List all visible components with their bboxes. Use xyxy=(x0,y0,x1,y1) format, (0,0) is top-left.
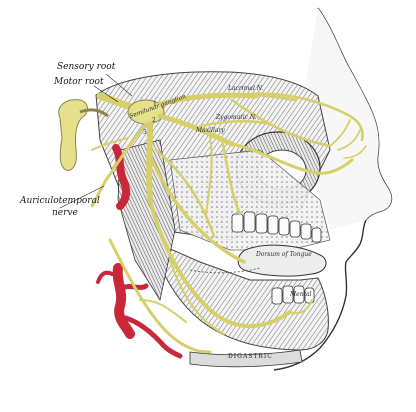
maxillary-division xyxy=(157,113,235,147)
lingual-nerve xyxy=(150,158,246,264)
nasal-branch-3 xyxy=(343,145,367,159)
nasal-branch-2 xyxy=(337,129,361,151)
salivary-duct xyxy=(189,267,261,274)
digastric-muscle xyxy=(189,349,303,368)
label-zygomatic-n: Zygomatic N. xyxy=(216,114,257,121)
facial-nerve xyxy=(108,238,212,354)
auriculotemporal-nerve xyxy=(90,122,148,208)
maxillary-artery xyxy=(112,144,131,210)
trigeminal-nerves xyxy=(90,92,367,354)
frontal-branch xyxy=(238,92,364,142)
leader-lines xyxy=(59,73,133,209)
tongue xyxy=(237,244,327,277)
label-digastric: DIGASTRIC xyxy=(228,353,273,360)
mental-nerve xyxy=(289,299,313,315)
buccal-nerve xyxy=(154,148,216,238)
artery-branch-3 xyxy=(96,270,114,284)
lacrimal-branch xyxy=(218,92,298,102)
label-num-1: 1 xyxy=(153,101,157,108)
artery-branch-2 xyxy=(123,315,183,359)
label-sensory-root: Sensory root xyxy=(57,62,116,72)
auriculotemporal-branch-2 xyxy=(91,137,129,151)
external-carotid-artery xyxy=(112,263,135,339)
label-num-3: 3 xyxy=(143,129,147,136)
inferior-alveolar-nerve xyxy=(148,198,292,328)
upper-teeth xyxy=(231,211,322,243)
label-mental: Mental xyxy=(290,291,312,298)
label-auriculotemporal-line2: nerve xyxy=(52,208,78,218)
maxillary-sub-branch xyxy=(205,135,213,215)
label-num-2: 2 xyxy=(152,117,156,124)
nasal-branch-1 xyxy=(329,119,351,147)
lower-teeth xyxy=(271,285,315,305)
ear-canal xyxy=(79,108,109,118)
infraorbital-branch xyxy=(230,142,354,175)
auricle xyxy=(58,99,88,171)
zygomatic-branch xyxy=(198,119,272,128)
nasociliary-branch xyxy=(230,98,332,148)
label-dorsum-of-tongue: Dorsum of Tongue xyxy=(256,251,312,258)
mylohyoid-branch xyxy=(169,259,225,335)
label-motor-root: Motor root xyxy=(54,77,104,87)
mandibular-division xyxy=(146,121,153,203)
facial-branch-2 xyxy=(139,299,187,323)
superior-alveolar-branch xyxy=(220,138,242,216)
label-lacrimal-n: Lacrimal N. xyxy=(228,85,264,92)
label-auriculotemporal-line1: Auriculotemporal xyxy=(20,196,100,206)
label-maxillary: Maxillary xyxy=(196,127,225,134)
